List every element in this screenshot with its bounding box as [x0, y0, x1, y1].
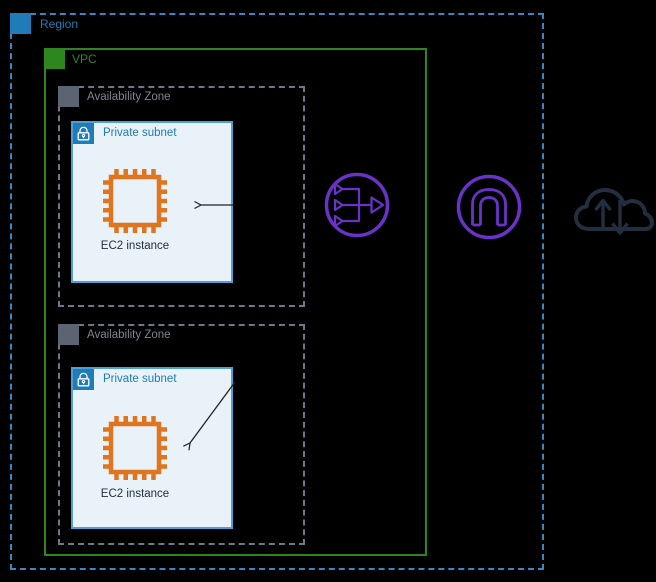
- private-subnet-icon: [73, 369, 94, 390]
- availability-zone-icon: [58, 324, 79, 345]
- private-subnet-label: Private subnet: [103, 373, 177, 385]
- vpc-container: VPC: [44, 48, 427, 556]
- lock-icon: [77, 372, 90, 387]
- private-subnet-1: Private subnet: [71, 121, 233, 283]
- ec2-instance-label: EC2 instance: [100, 488, 170, 500]
- availability-zone-label: Availability Zone: [87, 91, 171, 103]
- internet-cloud-icon: [574, 188, 654, 235]
- private-subnet-label: Private subnet: [103, 127, 177, 139]
- private-subnet-icon: [73, 123, 94, 144]
- elastic-load-balancing-icon: [324, 172, 390, 238]
- lock-icon: [77, 126, 90, 141]
- ec2-instance-icon: [103, 169, 167, 233]
- availability-zone-2: Availability Zone: [58, 324, 305, 545]
- ec2-instance-label: EC2 instance: [100, 240, 170, 252]
- region-container: Region VPC: [10, 13, 544, 570]
- internet-gateway-icon: [456, 174, 522, 240]
- ec2-instance-icon: [103, 416, 167, 480]
- region-label: Region: [40, 17, 79, 31]
- availability-zone-1: Availability Zone: [58, 86, 305, 307]
- region-icon: [10, 13, 31, 34]
- vpc-label: VPC: [72, 52, 97, 66]
- vpc-icon: [44, 48, 65, 69]
- availability-zone-icon: [58, 86, 79, 107]
- availability-zone-label: Availability Zone: [87, 329, 171, 341]
